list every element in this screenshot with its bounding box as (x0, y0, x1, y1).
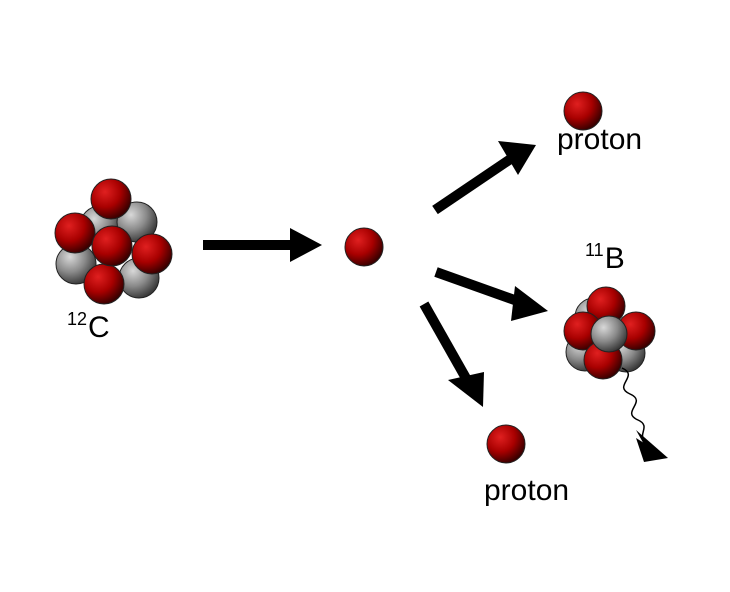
boron-11-label: 11B (585, 241, 625, 275)
outgoing-proton-bottom (486, 424, 526, 464)
arrow-to-bottom-proton (419, 301, 484, 407)
incoming-proton (344, 227, 384, 267)
carbon-12-nucleus (54, 178, 173, 305)
carbon-symbol: C (88, 311, 110, 344)
outgoing-proton-top (563, 91, 603, 131)
incoming-arrow (203, 228, 322, 262)
boron-symbol: B (604, 242, 625, 275)
arrow-to-top-proton (432, 141, 536, 215)
boron-11-nucleus (563, 286, 656, 380)
arrow-to-boron (434, 267, 548, 321)
carbon-mass-number: 12 (67, 309, 88, 329)
carbon-12-label: 12C (67, 310, 110, 344)
proton-top-label: proton (557, 123, 643, 156)
proton-bottom-label: proton (484, 474, 570, 507)
gamma-ray-arrow (621, 367, 668, 462)
boron-mass-number: 11 (585, 240, 604, 260)
